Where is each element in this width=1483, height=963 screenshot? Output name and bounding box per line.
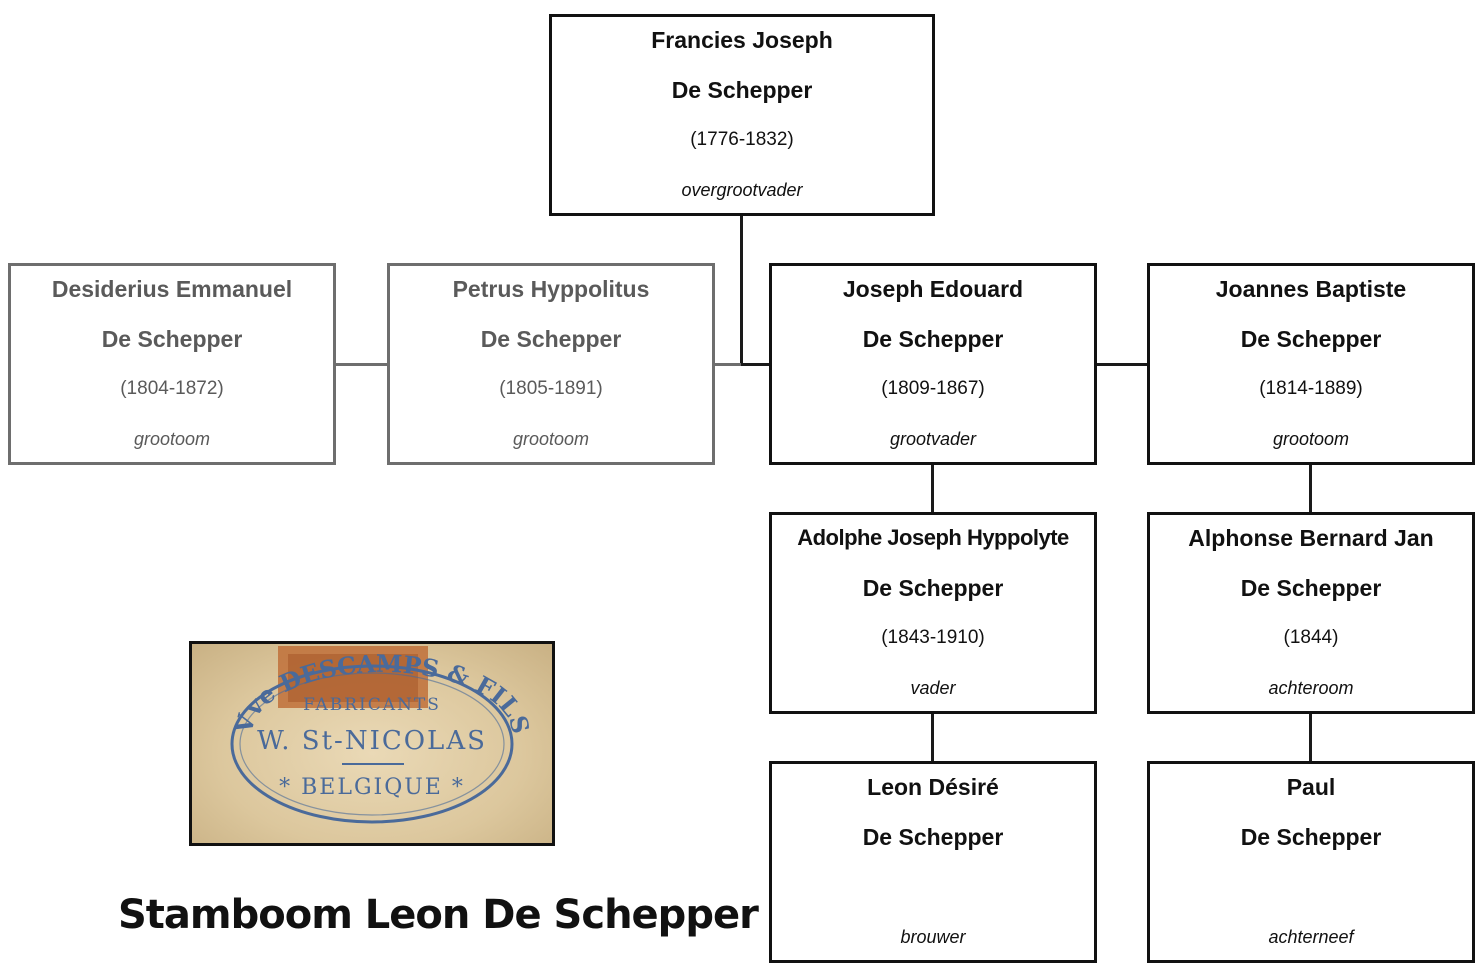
person-given-name: Paul (1286, 774, 1336, 800)
person-surname: De Schepper (862, 326, 1004, 352)
person-years: (1844) (1283, 627, 1339, 648)
page-title: Stamboom Leon De Schepper (118, 892, 759, 938)
connector-adolphe-leon (931, 713, 934, 763)
person-role: grootoom (512, 429, 590, 449)
person-years: (1843-1910) (881, 627, 985, 648)
person-given-name: Adolphe Joseph Hyppolyte (797, 525, 1069, 550)
person-role: grootoom (1272, 429, 1350, 449)
stamp-text-fabricants: FABRICANTS (303, 695, 441, 715)
person-box-leon: Leon Désiré De Schepper brouwer (769, 761, 1097, 963)
person-years: (1809-1867) (881, 378, 985, 399)
connector-joseph-adolphe (931, 464, 934, 514)
person-role: overgrootvader (681, 180, 803, 200)
person-given-name: Alphonse Bernard Jan (1188, 525, 1434, 551)
person-box-adolphe: Adolphe Joseph Hyppolyte De Schepper (18… (769, 512, 1097, 714)
person-surname: De Schepper (671, 77, 813, 103)
person-years: (1804-1872) (120, 378, 224, 399)
person-given-name: Leon Désiré (867, 774, 999, 800)
connector-francies-joseph (740, 215, 743, 366)
person-role: vader (910, 678, 956, 698)
person-surname: De Schepper (101, 326, 243, 352)
person-years: (1814-1889) (1259, 378, 1363, 399)
person-surname: De Schepper (1240, 575, 1382, 601)
person-surname: De Schepper (862, 824, 1004, 850)
stamp-text-city: W. St-NICOLAS (257, 726, 487, 756)
connector-joannes-alphonse (1309, 464, 1312, 514)
person-given-name: Petrus Hyppolitus (452, 276, 650, 302)
connector-alphonse-paul (1309, 713, 1312, 763)
person-role: grootvader (889, 429, 977, 449)
person-surname: De Schepper (1240, 326, 1382, 352)
connector-joseph-joannes (1096, 363, 1149, 366)
stamp-graphic: Vve DESCAMPS & FILS FABRICANTS W. St-NIC… (228, 646, 535, 824)
person-given-name: Desiderius Emmanuel (51, 276, 293, 302)
person-surname: De Schepper (480, 326, 622, 352)
person-role: grootoom (133, 429, 211, 449)
person-box-paul: Paul De Schepper achterneef (1147, 761, 1475, 963)
person-role: brouwer (900, 927, 966, 947)
person-box-joseph: Joseph Edouard De Schepper (1809-1867) g… (769, 263, 1097, 465)
person-given-name: Joannes Baptiste (1215, 276, 1407, 302)
person-box-joannes: Joannes Baptiste De Schepper (1814-1889)… (1147, 263, 1475, 465)
stamp-text-country: * BELGIQUE * (279, 775, 465, 800)
person-role: achteroom (1268, 678, 1354, 698)
person-surname: De Schepper (1240, 824, 1382, 850)
person-box-desiderius: Desiderius Emmanuel De Schepper (1804-18… (8, 263, 336, 465)
person-given-name: Joseph Edouard (842, 276, 1024, 302)
connector-stub-joseph (740, 363, 771, 366)
person-box-alphonse: Alphonse Bernard Jan De Schepper (1844) … (1147, 512, 1475, 714)
connector-petrus-joseph (713, 363, 741, 366)
person-box-francies: Francies Joseph De Schepper (1776-1832) … (549, 14, 935, 216)
connector-desiderius-petrus (335, 363, 389, 366)
person-years: (1776-1832) (690, 129, 794, 150)
person-surname: De Schepper (862, 575, 1004, 601)
person-role: achterneef (1268, 927, 1354, 947)
person-years: (1805-1891) (499, 378, 603, 399)
person-box-petrus: Petrus Hyppolitus De Schepper (1805-1891… (387, 263, 715, 465)
person-given-name: Francies Joseph (651, 27, 833, 53)
brewery-stamp-image: Vve DESCAMPS & FILS FABRICANTS W. St-NIC… (189, 641, 555, 846)
